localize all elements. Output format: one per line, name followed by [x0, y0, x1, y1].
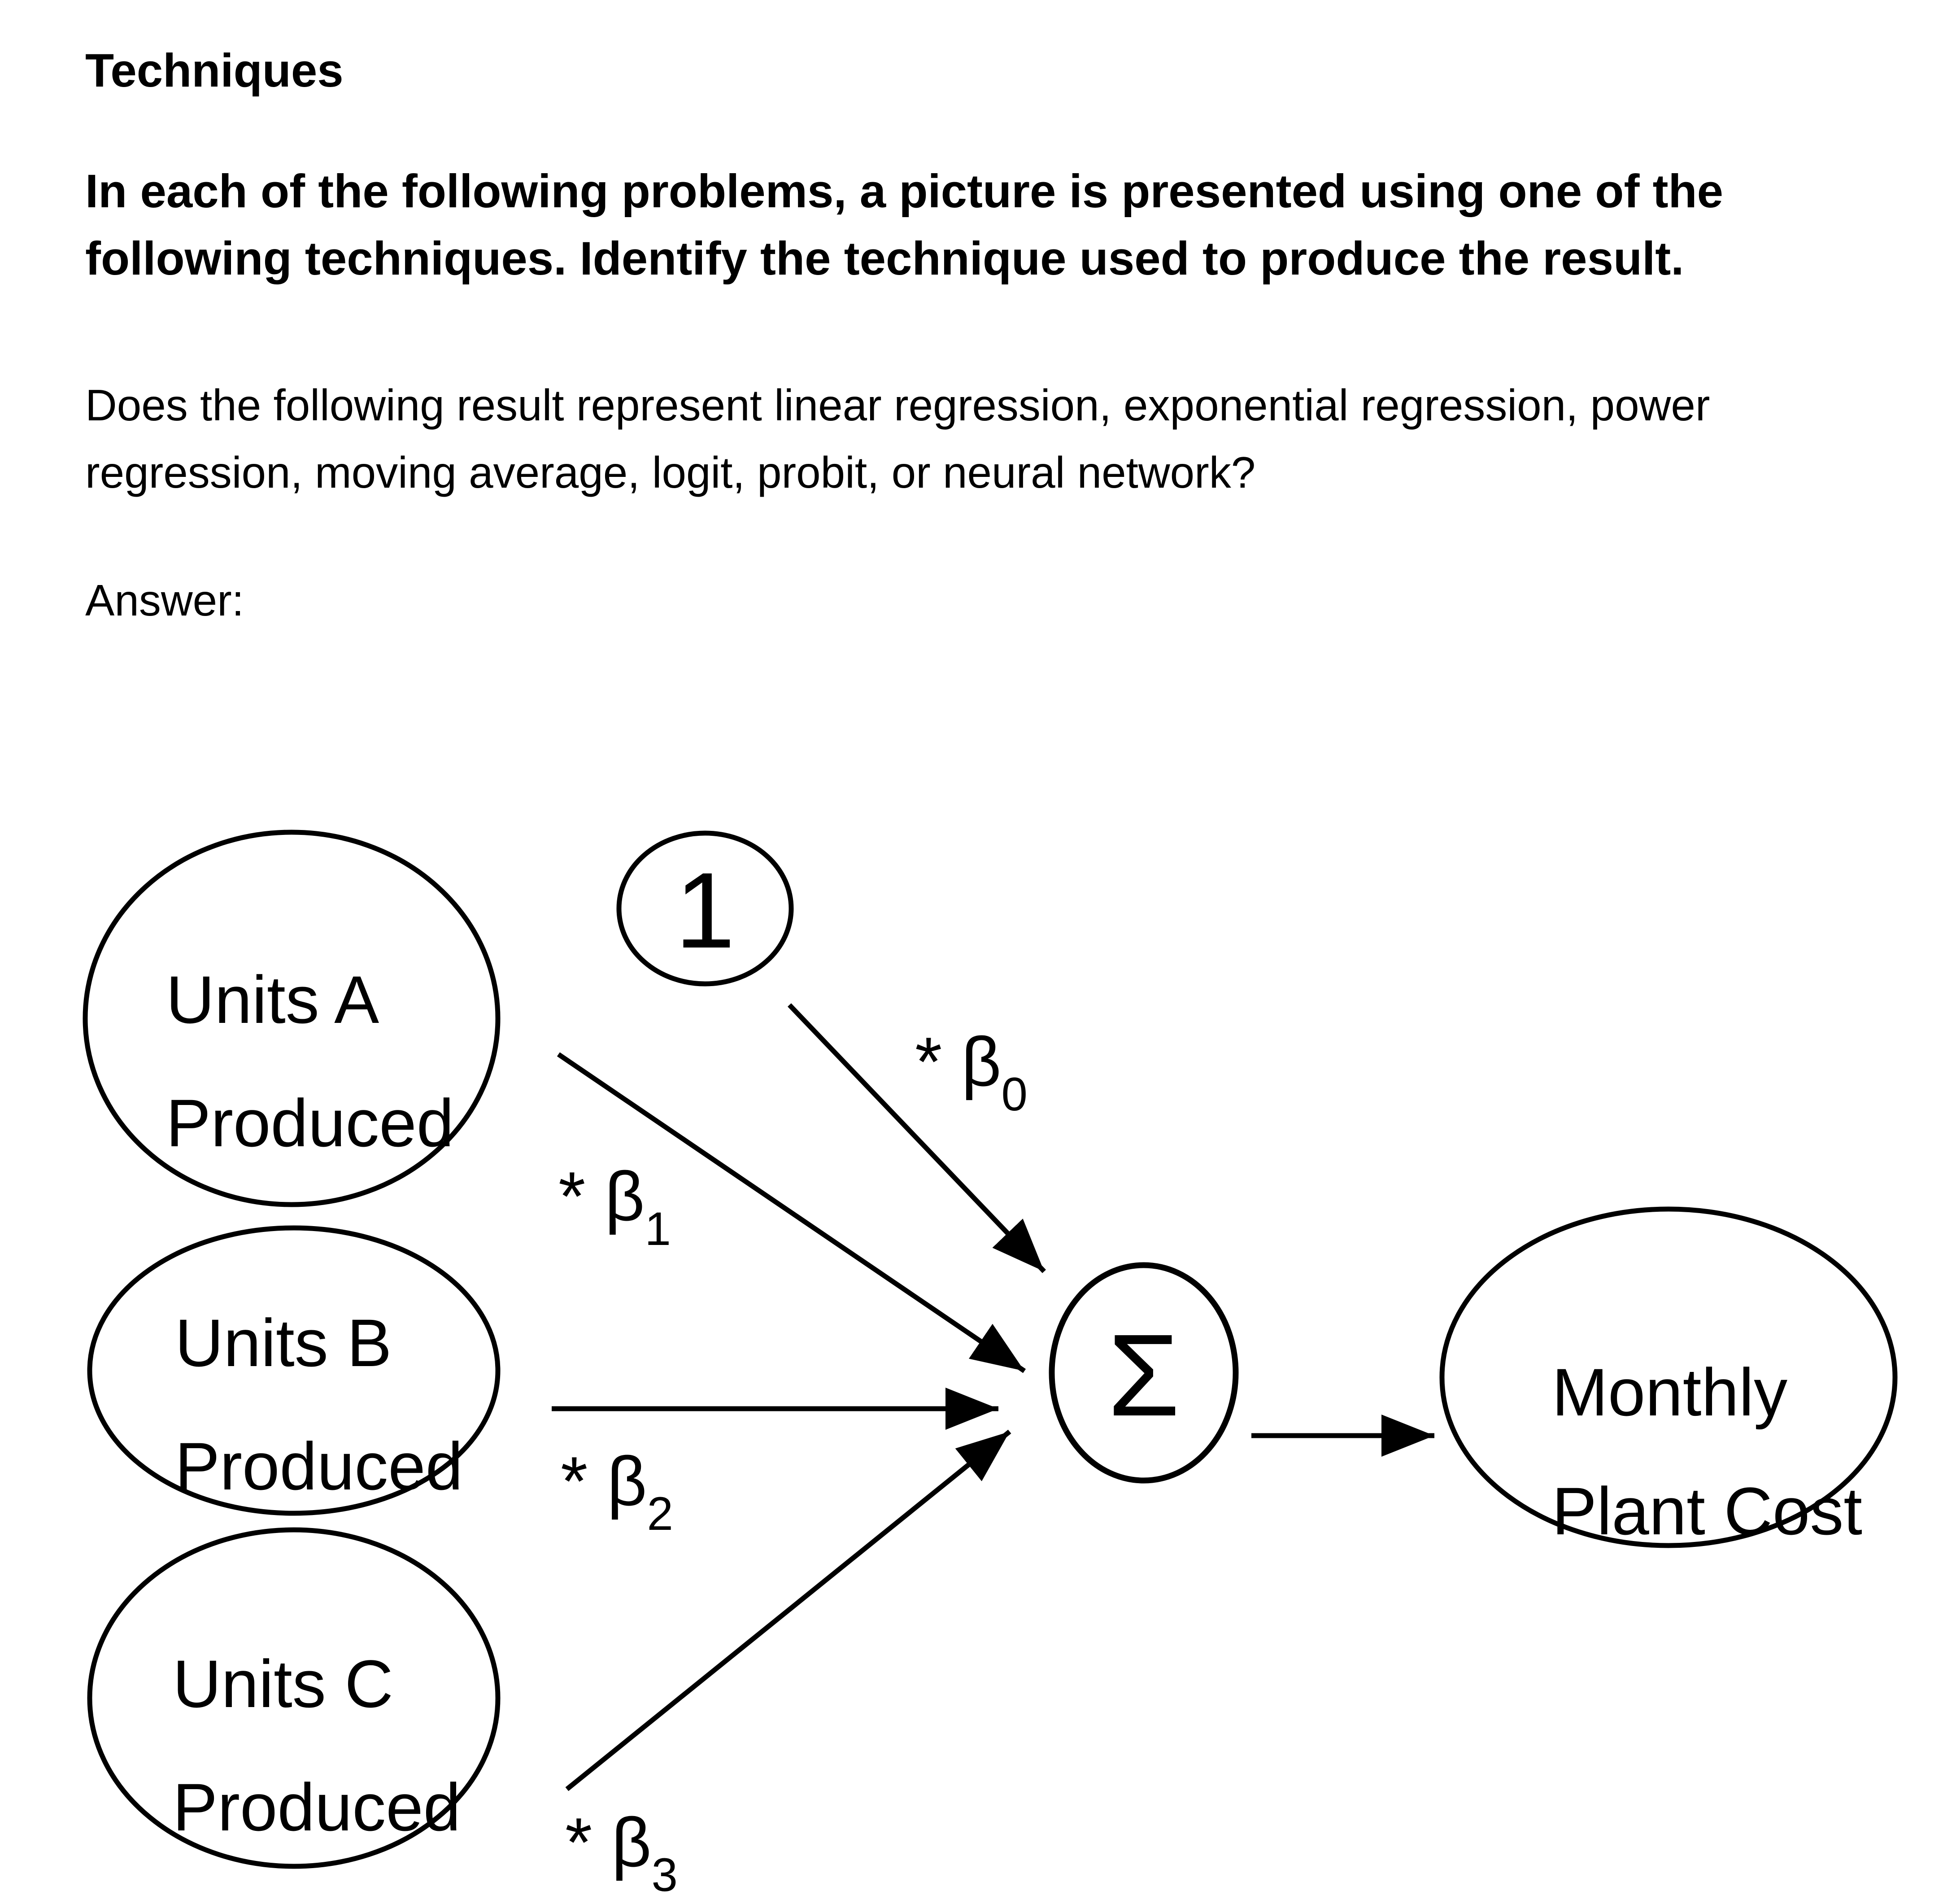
weight-beta3-base: * β: [565, 1804, 652, 1881]
question-line-2: regression, moving average, logit, probi…: [85, 448, 1256, 497]
answer-label: Answer:: [85, 576, 244, 625]
sum-node-circle: [1049, 1262, 1239, 1484]
intro-line-1: In each of the following problems, a pic…: [85, 165, 1724, 218]
bias-node-circle: [616, 830, 794, 987]
weight-beta2-label: * β2: [561, 1442, 673, 1540]
sum-node-symbol: Σ: [1108, 1310, 1180, 1441]
units-b-label-line-1: Units B: [175, 1305, 392, 1380]
units-a-label-line-1: Units A: [166, 962, 379, 1037]
arrow-bias-to-sum: [788, 1003, 1046, 1273]
weight-beta0-label: * β0: [915, 1023, 1028, 1121]
weight-beta1-subscript: 1: [645, 1203, 671, 1255]
output-label-line-1: Monthly: [1552, 1354, 1787, 1430]
output-node-ellipse: [1439, 1206, 1898, 1548]
weight-beta1-base: * β: [558, 1157, 645, 1235]
units-c-label-line-2: Produced: [173, 1769, 461, 1845]
units-b-label-line-2: Produced: [175, 1428, 463, 1504]
weight-beta2-base: * β: [561, 1442, 647, 1520]
question-paragraph: Does the following result represent line…: [85, 371, 1710, 506]
units-c-label-line-1: Units C: [173, 1646, 393, 1721]
question-line-1: Does the following result represent line…: [85, 380, 1710, 430]
units-a-label-line-2: Produced: [166, 1085, 454, 1161]
intro-paragraph: In each of the following problems, a pic…: [85, 158, 1723, 293]
arrow-units-a-to-sum: [557, 1052, 1026, 1373]
weight-beta3-subscript: 3: [652, 1849, 678, 1901]
weight-beta3-label: * β3: [565, 1804, 678, 1901]
page-title: Techniques: [85, 44, 344, 97]
intro-line-2: following techniques. Identify the techn…: [85, 232, 1684, 285]
input-node-units-b-ellipse: [87, 1225, 501, 1516]
input-node-units-a-ellipse: [83, 830, 501, 1207]
input-node-units-c-ellipse: [87, 1527, 501, 1869]
arrow-units-c-to-sum: [565, 1429, 1011, 1791]
weight-beta1-label: * β1: [558, 1157, 671, 1255]
bias-node-value: 1: [675, 850, 735, 970]
weight-beta0-subscript: 0: [1002, 1068, 1028, 1121]
output-label-line-2: Plant Cost: [1552, 1473, 1862, 1549]
weight-beta2-subscript: 2: [647, 1488, 673, 1540]
weight-beta0-base: * β: [915, 1023, 1002, 1100]
